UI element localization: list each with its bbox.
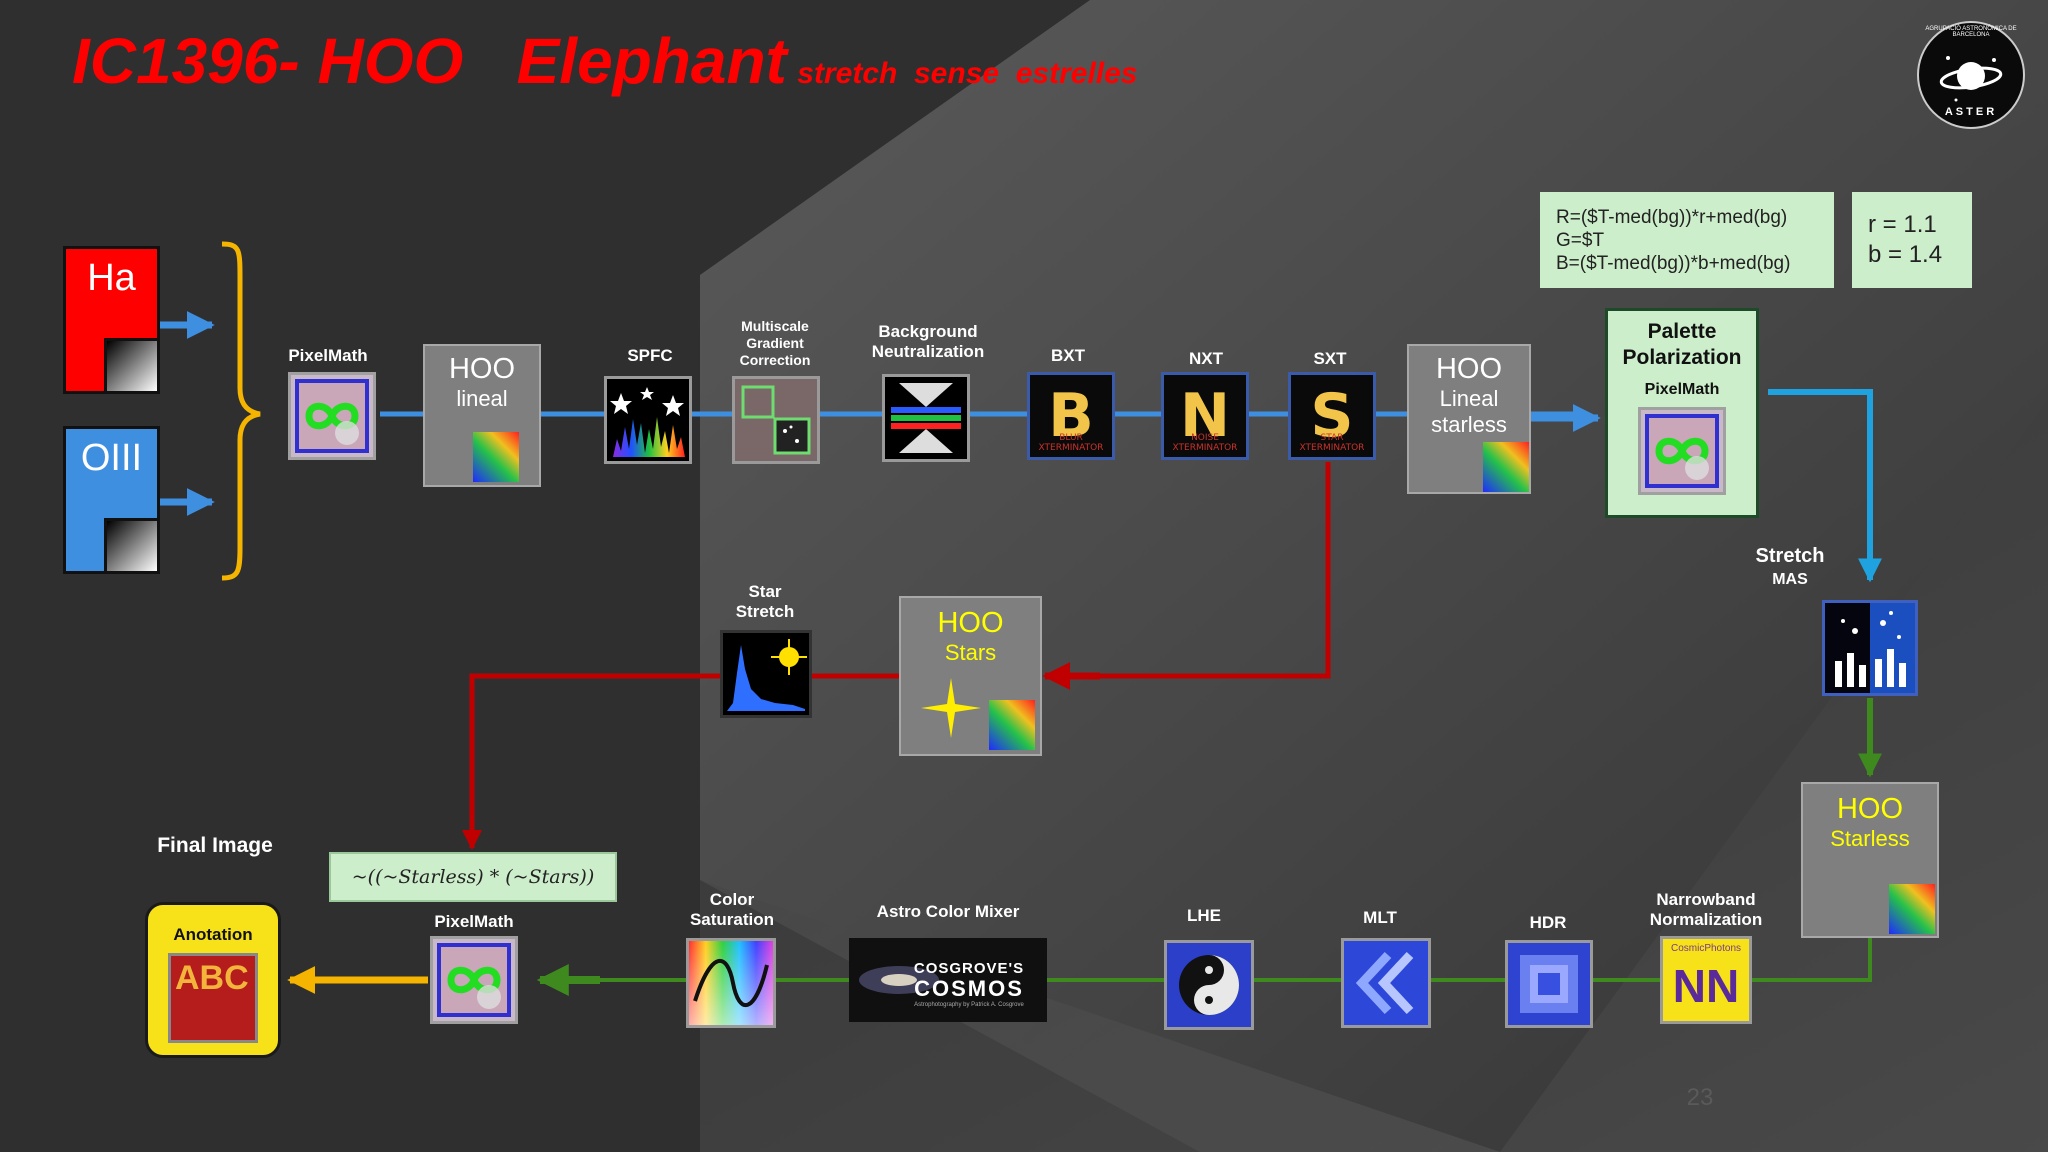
- nxt-label: NXT: [1189, 349, 1223, 368]
- hoo-ls-title: HOO: [1435, 353, 1503, 385]
- nb-norm-letters: NN: [1672, 960, 1740, 1012]
- hoo-starless-title: HOO: [1836, 793, 1904, 825]
- hoo-ls-line1: Lineal: [1439, 386, 1499, 411]
- formula-b: B=($T-med(bg))*b+med(bg): [1556, 253, 1791, 274]
- hoo-starless-sub: Starless: [1830, 826, 1910, 851]
- hdr-label: HDR: [1529, 913, 1567, 932]
- nb-norm-brand: CosmicPhotons: [1670, 943, 1742, 954]
- lhe-label: LHE: [1187, 906, 1221, 925]
- bxt-letter: B: [1048, 381, 1094, 451]
- hoo-lineal-swatch: [473, 432, 519, 482]
- pixelmath2-label: PixelMath: [434, 912, 514, 931]
- bxt-sub: BLUR XTERMINATOR: [1038, 433, 1104, 453]
- param-b: b = 1.4: [1868, 241, 1943, 268]
- acm-brand: COSGROVE'S: [913, 960, 1025, 977]
- nb-norm-label: Narrowband Normalization: [1649, 890, 1763, 929]
- sxt-sub: STAR XTERMINATOR: [1299, 433, 1365, 453]
- hoo-lineal-title: HOO: [448, 353, 516, 385]
- hoo-starless-swatch: [1889, 884, 1935, 934]
- pixelmath2-icon[interactable]: [430, 936, 518, 1024]
- page-number: 23: [1686, 1084, 1714, 1111]
- stretch-mas-icon[interactable]: [1822, 600, 1918, 696]
- nxt-sub: NOISE XTERMINATOR: [1172, 433, 1238, 453]
- sxt-letter: S: [1310, 381, 1354, 451]
- spfc-label: SPFC: [627, 346, 673, 365]
- palette-polarization-box: Palette Polarization PixelMath: [1605, 308, 1759, 518]
- star-stretch-label: Star Stretch: [735, 582, 795, 621]
- color-sat-icon[interactable]: [686, 938, 776, 1028]
- bxt-icon[interactable]: B BLUR XTERMINATOR: [1027, 372, 1115, 460]
- logo-name: ASTER: [1944, 106, 1998, 118]
- mgc-label: Multiscale Gradient Correction: [739, 318, 811, 368]
- hoo-lineal-box: HOO lineal: [423, 344, 541, 487]
- palette-title: Palette Polarization: [1622, 320, 1742, 369]
- hoo-stars-box: HOO Stars: [899, 596, 1042, 756]
- anotation-box: Anotation ABC: [145, 902, 281, 1058]
- to-stretch-arrow: [1768, 389, 1882, 583]
- stretch-mas-sub: MAS: [1772, 571, 1808, 588]
- acm-product: COSMOS: [914, 976, 1024, 1001]
- acm-label: Astro Color Mixer: [876, 902, 1020, 921]
- nxt-letter: N: [1179, 381, 1231, 451]
- acm-credit: Astrophotography by Patrick A. Cosgrove: [914, 1002, 1024, 1008]
- slide-title: IC1396- HOO Elephant stretch sense estre…: [72, 24, 1138, 98]
- ha-gradient-corner: [104, 338, 157, 391]
- brace: [221, 241, 261, 581]
- spfc-icon[interactable]: [604, 376, 692, 464]
- to-combine-arrow: [462, 673, 900, 850]
- nb-norm-icon[interactable]: CosmicPhotons NN: [1660, 936, 1752, 1024]
- ha-channel: Ha: [63, 246, 160, 394]
- hoo-lineal-sub: lineal: [456, 386, 508, 411]
- pixelmath1-icon[interactable]: [288, 372, 376, 460]
- sxt-label: SXT: [1313, 349, 1347, 368]
- hoo-lineal-starless-box: HOO Lineal starless: [1407, 344, 1531, 494]
- hoo-stars-title: HOO: [937, 607, 1004, 639]
- final-image-label: Final Image: [157, 834, 273, 857]
- anotation-label: Anotation: [173, 925, 253, 944]
- anotation-letters: ABC: [175, 959, 249, 997]
- color-sat-label: Color Saturation: [689, 890, 775, 929]
- palette-sub: PixelMath: [1644, 381, 1720, 398]
- star-icon: [921, 678, 981, 738]
- palette-pixelmath-icon[interactable]: [1638, 407, 1726, 495]
- pixelmath1-label: PixelMath: [288, 346, 368, 365]
- hoo-starless-box: HOO Starless: [1801, 782, 1939, 938]
- oiii-gradient-corner: [104, 518, 157, 571]
- ha-label: Ha: [87, 257, 136, 299]
- logo-ring-text: AGRUPACIÓ ASTRONÒMICA DE BARCELONA: [1925, 26, 2017, 38]
- combine-formula: ~((~Starless) * (~Stars)): [329, 852, 617, 902]
- palette-params-box: r = 1.1 b = 1.4: [1852, 192, 1972, 288]
- bn-label: Background Neutralization: [871, 322, 985, 361]
- formula-g: G=$T: [1556, 230, 1605, 251]
- hoo-stars-sub: Stars: [944, 640, 997, 665]
- oiii-label: OIII: [80, 437, 143, 479]
- bn-icon[interactable]: [882, 374, 970, 462]
- star-stretch-icon[interactable]: [720, 630, 812, 718]
- oiii-channel: OIII: [63, 426, 160, 574]
- hoo-ls-line2: starless: [1431, 412, 1507, 437]
- title-main: IC1396- HOO Elephant: [72, 25, 787, 97]
- nxt-icon[interactable]: N NOISE XTERMINATOR: [1161, 372, 1249, 460]
- acm-icon[interactable]: COSGROVE'S COSMOS Astrophotography by Pa…: [849, 938, 1047, 1022]
- mgc-icon[interactable]: [732, 376, 820, 464]
- hoo-stars-swatch: [989, 700, 1035, 750]
- title-sub: stretch sense estrelles: [797, 57, 1138, 90]
- hoo-ls-swatch: [1483, 442, 1529, 492]
- stretch-mas-label: Stretch: [1755, 545, 1825, 567]
- lhe-icon[interactable]: [1164, 940, 1254, 1030]
- anotation-icon[interactable]: ABC: [168, 953, 258, 1043]
- formula-r: R=($T-med(bg))*r+med(bg): [1556, 207, 1788, 228]
- sxt-icon[interactable]: S STAR XTERMINATOR: [1288, 372, 1376, 460]
- aster-logo: AGRUPACIÓ ASTRONÒMICA DE BARCELONA ASTER: [1916, 20, 2026, 130]
- palette-formula-box: R=($T-med(bg))*r+med(bg) G=$T B=($T-med(…: [1540, 192, 1834, 288]
- param-r: r = 1.1: [1868, 211, 1937, 238]
- mlt-icon[interactable]: [1341, 938, 1431, 1028]
- hdr-icon[interactable]: [1505, 940, 1593, 1028]
- mlt-label: MLT: [1363, 908, 1397, 927]
- bxt-label: BXT: [1051, 346, 1085, 365]
